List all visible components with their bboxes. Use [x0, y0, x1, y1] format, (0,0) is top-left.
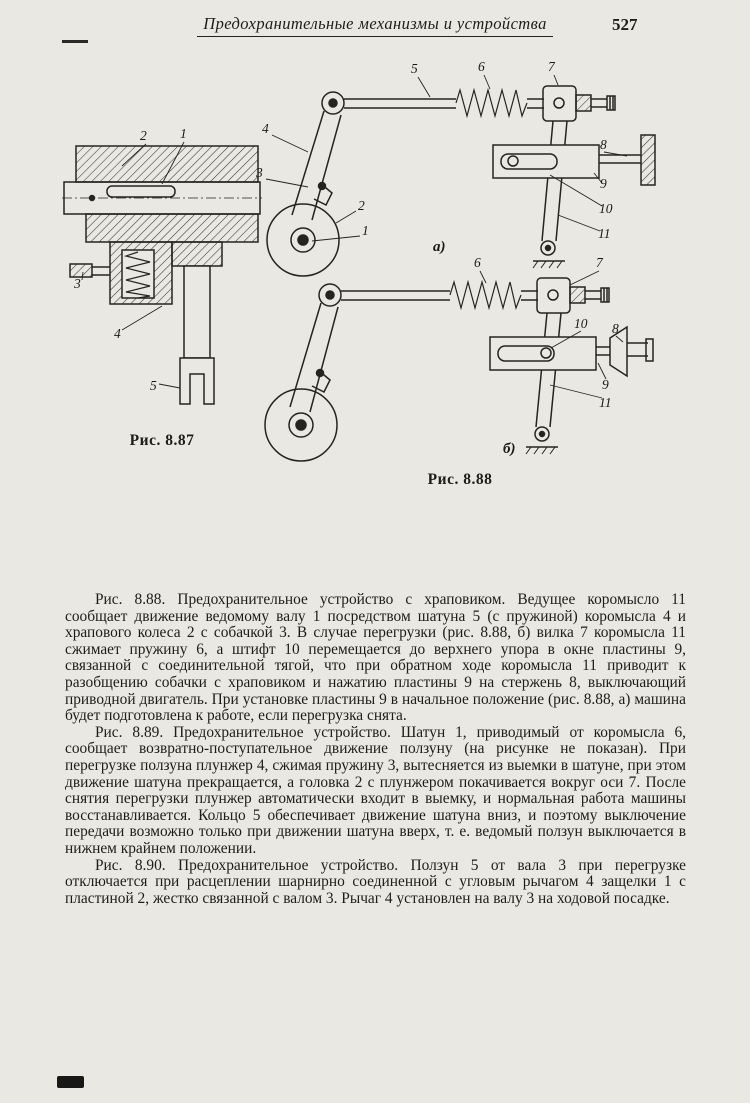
fig-887-drawing: 2 1 3 4 5: [62, 126, 262, 405]
part-label: 8: [600, 137, 607, 152]
part-label: 1: [362, 223, 369, 238]
fig-888-mechanism-a: [266, 85, 656, 277]
paragraph-fig-889: Рис. 8.89. Предохранительное устройство.…: [65, 723, 686, 857]
paragraph-fig-888: Рис. 8.88. Предохранительное устройство …: [65, 591, 686, 725]
part-label: 3: [255, 165, 263, 180]
part-label: 4: [114, 326, 121, 341]
part-label: 5: [411, 61, 418, 76]
margin-mark: [62, 40, 88, 43]
fig-888-drawing: 5 6 7 4 3 2 1 8 9 10 11 а): [255, 59, 656, 462]
part-label: 10: [599, 201, 613, 216]
part-label: 10: [574, 316, 588, 331]
paragraph-fig-890: Рис. 8.90. Предохранительное устройство.…: [65, 856, 686, 907]
part-label: 9: [602, 377, 609, 392]
part-label: 2: [140, 128, 147, 143]
part-label: 3: [73, 276, 81, 291]
running-title: Предохранительные механизмы и устройства: [197, 14, 553, 37]
part-label: 11: [599, 395, 612, 410]
part-label: 11: [598, 226, 611, 241]
subfigure-label-b: б): [503, 441, 515, 457]
running-header: Предохранительные механизмы и устройства: [65, 14, 685, 37]
page-number: 527: [612, 15, 638, 34]
part-label: 7: [548, 59, 556, 74]
part-label: 5: [150, 378, 157, 393]
part-label: 1: [180, 126, 187, 141]
body-text: Рис. 8.88. Предохранительное устройство …: [65, 591, 686, 907]
part-label: 8: [612, 321, 619, 336]
part-label: 4: [262, 121, 269, 136]
part-label: 6: [478, 59, 485, 74]
part-label: 7: [596, 255, 604, 270]
fig-888-caption: Рис. 8.88: [427, 471, 493, 488]
figure-888: 5 6 7 4 3 2 1 8 9 10 11 а): [250, 55, 670, 489]
subfigure-label-a: а): [433, 239, 446, 255]
scan-artifact-mark: [57, 1076, 84, 1088]
part-label: 2: [358, 198, 365, 213]
fig-888-mechanism-b: [264, 277, 654, 462]
part-label: 6: [474, 255, 481, 270]
figure-887: 2 1 3 4 5 Рис. 8.87: [62, 126, 266, 450]
part-label: 9: [600, 176, 607, 191]
fig-887-caption: Рис. 8.87: [129, 432, 195, 449]
